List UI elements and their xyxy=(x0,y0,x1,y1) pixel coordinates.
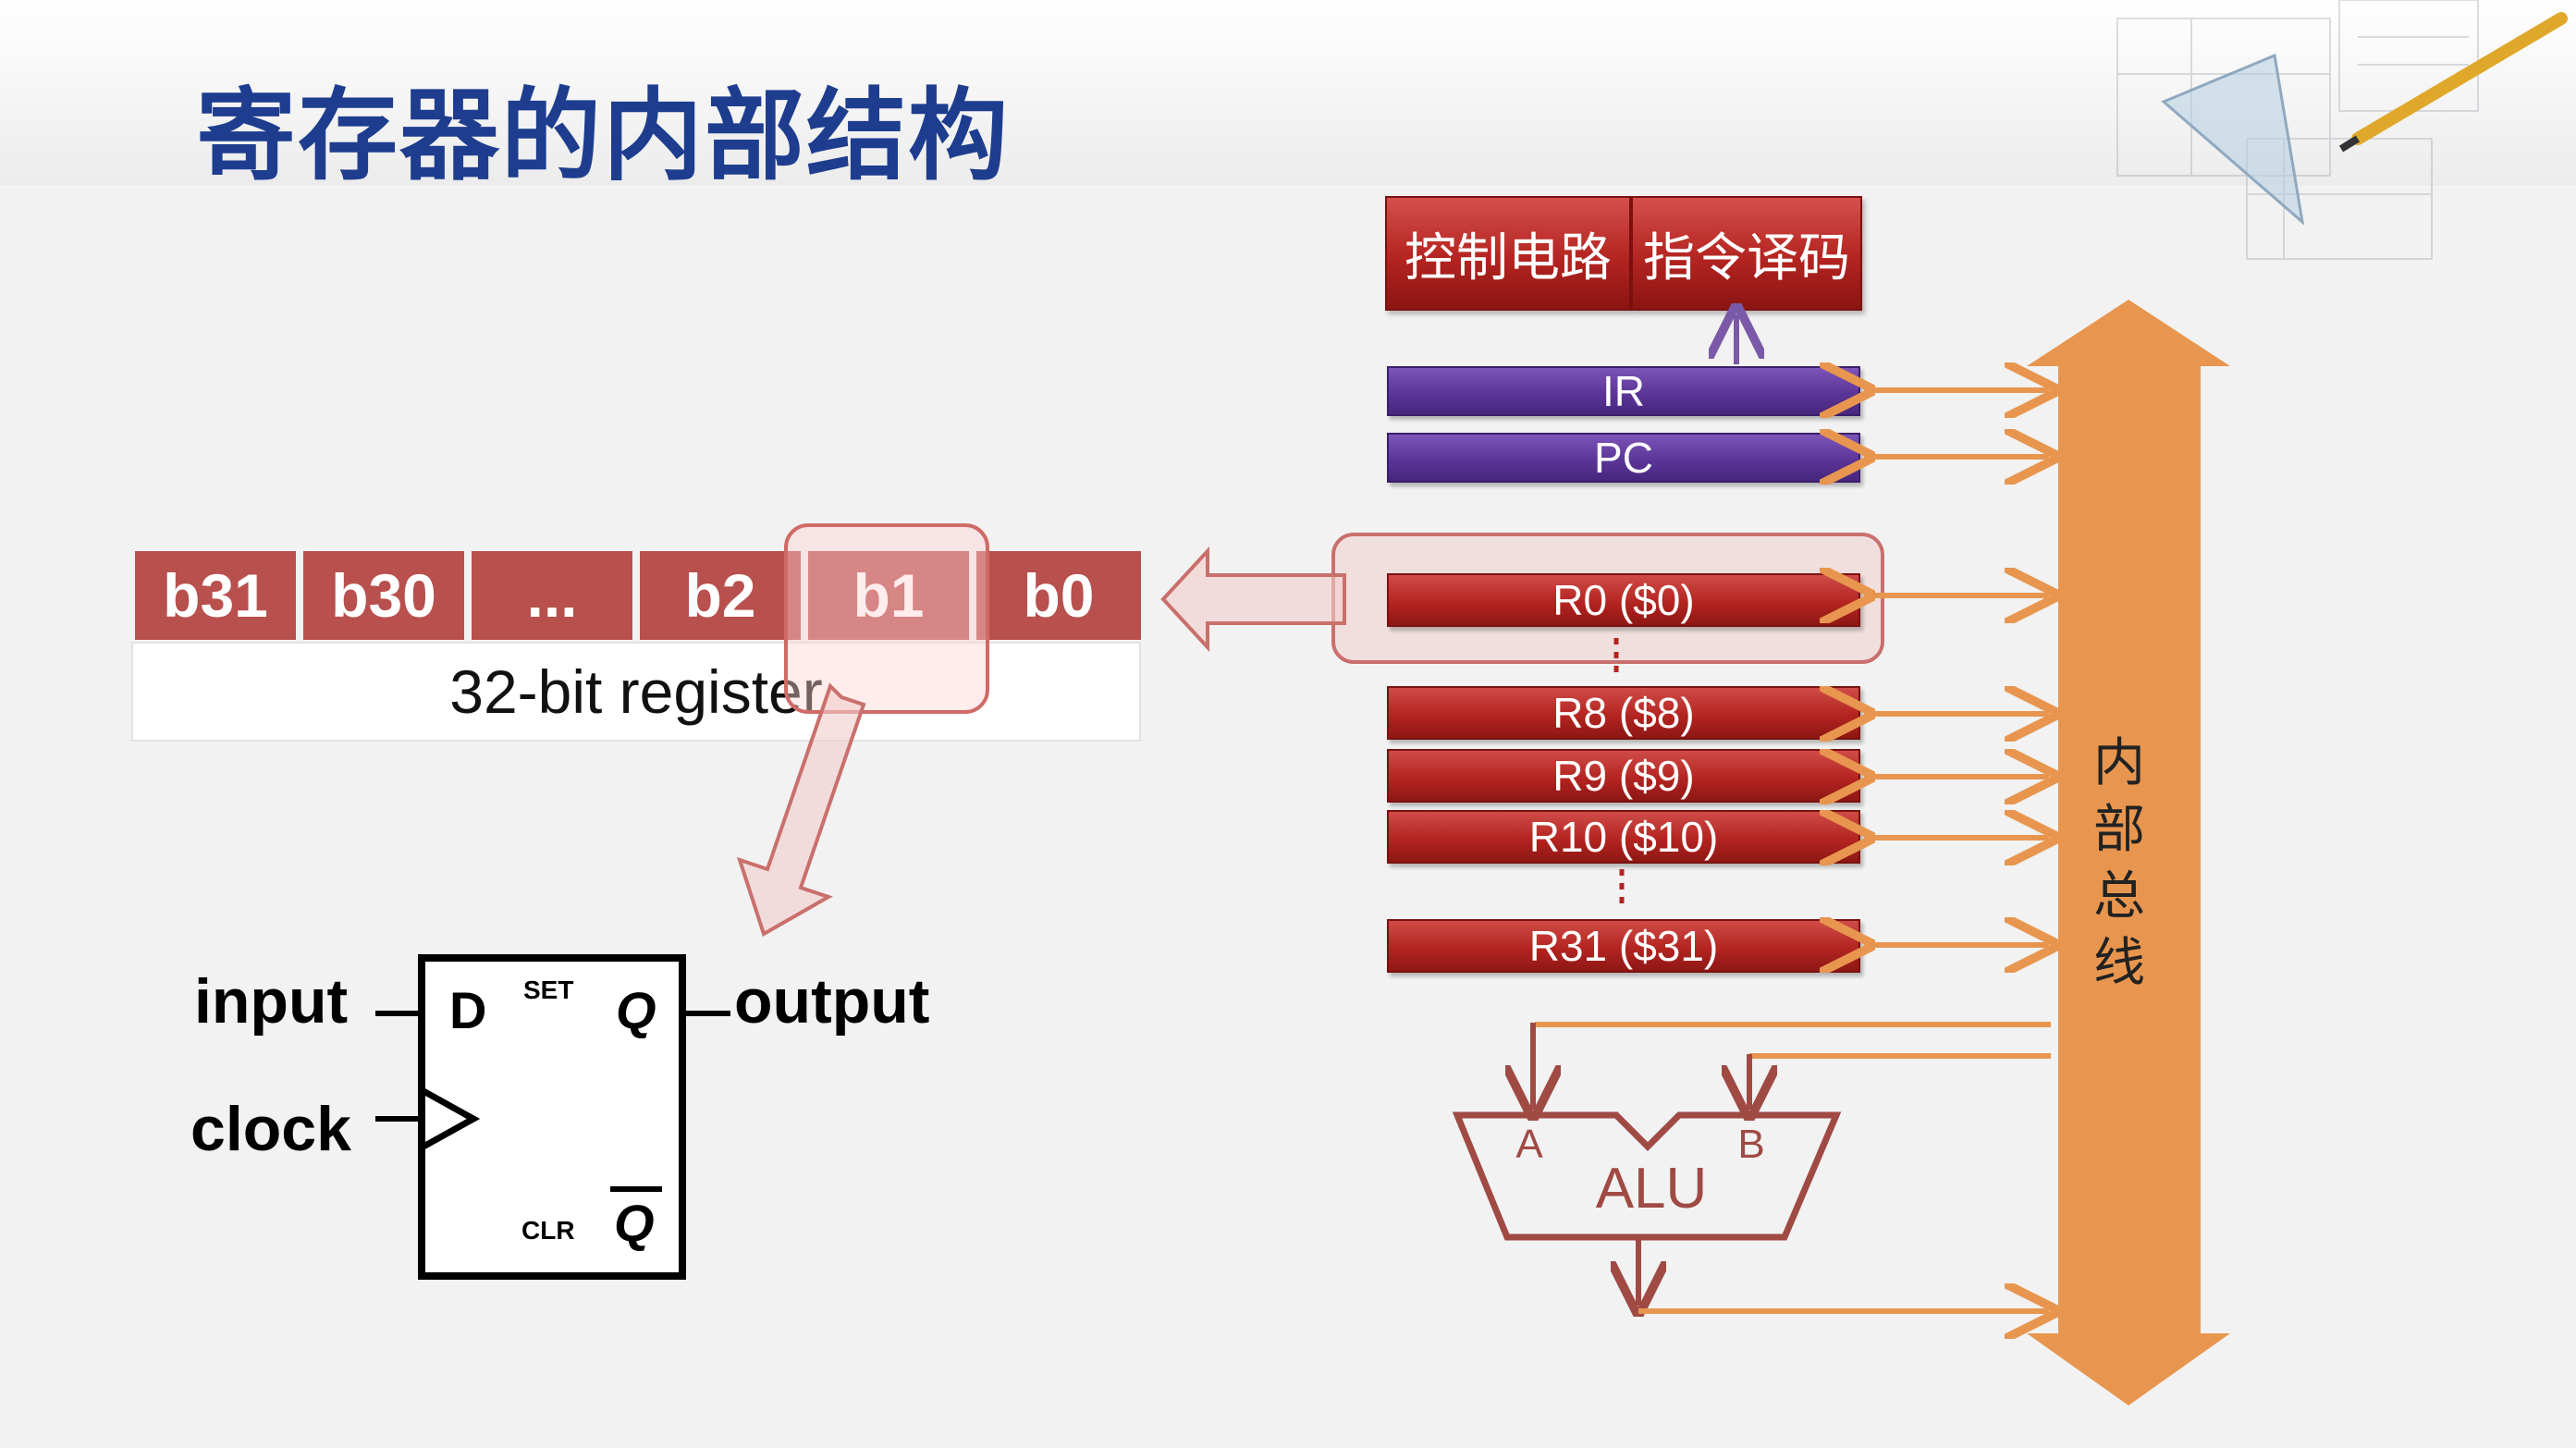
register-r8: R8 ($8) xyxy=(1387,686,1860,740)
flipflop-clock-label: clock xyxy=(190,1094,351,1164)
alu-label: ALU xyxy=(1596,1157,1708,1221)
register-bit-b30: b30 xyxy=(303,551,468,640)
drafting-decoration xyxy=(2116,0,2568,260)
b1-to-flipflop-arrow xyxy=(736,682,866,937)
register-r9: R9 ($9) xyxy=(1387,749,1860,803)
pc-register: PC xyxy=(1387,433,1860,483)
internal-bus-label: 内部总线 xyxy=(2093,733,2145,993)
alu-input-lines xyxy=(1535,1022,2051,1059)
internal-bus-arrow xyxy=(2027,300,2230,1405)
control-circuit-box: 控制电路 xyxy=(1385,196,1631,311)
alu-shape xyxy=(1452,1111,1842,1241)
r0-to-register-arrow xyxy=(1160,546,1346,653)
slide-title: 寄存器的内部结构 xyxy=(196,79,1011,194)
register-bit-b1: b1 xyxy=(808,551,973,640)
register-bit-b2: b2 xyxy=(640,551,804,640)
instruction-decode-box: 指令译码 xyxy=(1631,196,1862,311)
bus-connection-arrows xyxy=(1864,390,2049,945)
alu-input-b-label: B xyxy=(1737,1122,1764,1167)
register-r31: R31 ($31) xyxy=(1387,919,1860,973)
alu-input-a-label: A xyxy=(1515,1122,1543,1167)
flipflop-d-label: D xyxy=(449,981,486,1039)
register-r10: R10 ($10) xyxy=(1387,810,1860,864)
register-r0: R0 ($0) xyxy=(1387,573,1860,627)
clock-triangle-icon xyxy=(422,1087,481,1150)
triangle-ruler-icon xyxy=(2161,53,2305,226)
pencil-icon xyxy=(2338,12,2568,153)
register-bit-b31: b31 xyxy=(135,551,300,640)
flipflop-input-label: input xyxy=(194,966,348,1037)
flipflop-set-label: SET xyxy=(523,976,573,1004)
b1-highlight-box xyxy=(784,523,989,714)
flipflop-qbar-label: Q xyxy=(614,1194,655,1252)
flipflop-clr-label: CLR xyxy=(521,1216,575,1245)
ir-register: IR xyxy=(1387,366,1860,416)
register-bit-ellipsis: ... xyxy=(472,551,636,640)
flipflop-q-label: Q xyxy=(616,981,656,1039)
flipflop-output-label: output xyxy=(734,966,929,1037)
register-bit-b0: b0 xyxy=(976,551,1141,640)
title-band xyxy=(0,0,2576,185)
register-ellipsis-dots xyxy=(1613,638,1625,908)
